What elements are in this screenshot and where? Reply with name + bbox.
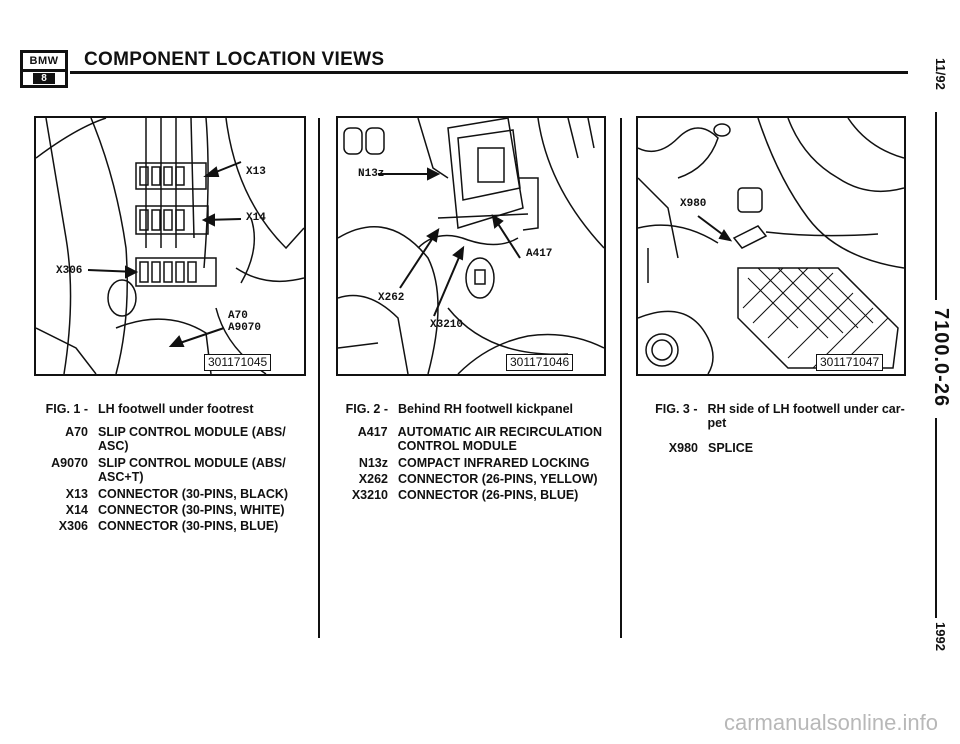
- figure-1-photo: X13 X14 X306 A70 A9070 301171045: [34, 116, 306, 376]
- figure-2-illustration: [338, 118, 604, 374]
- photo-id-3: 301171047: [816, 354, 884, 371]
- bmw-logo: BMW 8: [20, 50, 68, 88]
- label-a9070: A9070: [228, 322, 262, 334]
- legend-code: X13: [65, 487, 88, 501]
- side-rule-bottom: [935, 418, 937, 618]
- figure-2-title: Behind RH footwell kickpanel: [398, 402, 574, 416]
- legend-desc: CONNECTOR (26-PINS, YELLOW): [398, 472, 598, 486]
- figure-2-number: FIG. 2 -: [345, 402, 388, 416]
- figure-3-illustration: [638, 118, 904, 374]
- legend-row: X13 CONNECTOR (30-PINS, BLACK): [34, 487, 314, 501]
- legend-row: A70 SLIP CONTROL MODULE (ABS/ ASC): [34, 425, 314, 453]
- legend-desc: CONNECTOR (30-PINS, BLUE): [98, 519, 279, 533]
- header-rule: [70, 71, 908, 74]
- legend-desc: CONNECTOR (26-PINS, BLUE): [398, 488, 579, 502]
- legend-code: A70: [65, 425, 88, 439]
- legend-code: X14: [65, 503, 88, 517]
- legend-code: X3210: [351, 488, 388, 502]
- legend-desc: SLIP CONTROL MODULE (ABS/ ASC+T): [98, 456, 286, 484]
- page-title: COMPONENT LOCATION VIEWS: [84, 49, 385, 70]
- legend-code: A9070: [51, 456, 88, 470]
- figure-2-caption: FIG. 2 - Behind RH footwell kickpanel: [336, 402, 616, 416]
- legend-code: N13z: [358, 456, 388, 470]
- legend-row: X262 CONNECTOR (26-PINS, YELLOW): [336, 472, 616, 486]
- column-divider-1: [318, 118, 320, 638]
- label-x3210: X3210: [430, 319, 464, 331]
- photo-id-1: 301171045: [204, 354, 272, 371]
- label-n13z: N13z: [358, 168, 385, 180]
- label-x14: X14: [246, 212, 266, 224]
- figure-2-photo: N13z A417 X262 X3210 301171046: [336, 116, 606, 376]
- figure-3-caption: FIG. 3 - RH side of LH footwell under ca…: [636, 402, 906, 430]
- label-x13: X13: [246, 166, 266, 178]
- legend-desc: SLIP CONTROL MODULE (ABS/ ASC): [98, 425, 286, 453]
- figure-1-caption: FIG. 1 - LH footwell under footrest: [34, 402, 314, 416]
- figure-1-illustration: [36, 118, 304, 374]
- side-section-number: 7100.0-26: [930, 308, 952, 408]
- legend-code: X306: [58, 519, 88, 533]
- legend-row: A9070 SLIP CONTROL MODULE (ABS/ ASC+T): [34, 456, 314, 484]
- figure-3-number: FIG. 3 -: [655, 402, 698, 416]
- watermark: carmanualsonline.info: [723, 710, 938, 735]
- side-year: 1992: [933, 622, 948, 651]
- figure-1-number: FIG. 1 -: [45, 402, 88, 416]
- legend-desc: CONNECTOR (30-PINS, WHITE): [98, 503, 285, 517]
- label-a417: A417: [526, 248, 553, 260]
- legend-desc: COMPACT INFRARED LOCKING: [398, 456, 590, 470]
- legend-row: X14 CONNECTOR (30-PINS, WHITE): [34, 503, 314, 517]
- figure-1-title: LH footwell under footrest: [98, 402, 254, 416]
- logo-series: 8: [33, 73, 55, 84]
- figure-3-title: RH side of LH footwell under car- pet: [707, 402, 905, 430]
- label-x306: X306: [56, 265, 83, 277]
- legend-row: A417 AUTOMATIC AIR RECIRCULATION CONTROL…: [336, 425, 616, 453]
- legend-row: N13z COMPACT INFRARED LOCKING: [336, 456, 616, 470]
- legend-code: X980: [668, 441, 698, 455]
- figure-3-photo: X980 301171047: [636, 116, 906, 376]
- photo-id-2: 301171046: [506, 354, 574, 371]
- column-divider-2: [620, 118, 622, 638]
- legend-code: A417: [357, 425, 388, 439]
- side-rule-top: [935, 112, 937, 300]
- legend-desc: AUTOMATIC AIR RECIRCULATION CONTROL MODU…: [397, 425, 603, 453]
- legend-desc: SPLICE: [708, 441, 754, 455]
- legend-row: X980 SPLICE: [636, 441, 906, 455]
- legend-row: X3210 CONNECTOR (26-PINS, BLUE): [336, 488, 616, 502]
- side-date: 11/92: [933, 58, 948, 90]
- label-a70: A70: [228, 310, 248, 322]
- legend-desc: CONNECTOR (30-PINS, BLACK): [98, 487, 289, 501]
- label-x980: X980: [680, 198, 707, 210]
- legend-row: X306 CONNECTOR (30-PINS, BLUE): [34, 519, 314, 533]
- logo-text: BMW: [23, 53, 65, 72]
- legend-code: X262: [358, 472, 388, 486]
- label-x262: X262: [378, 292, 405, 304]
